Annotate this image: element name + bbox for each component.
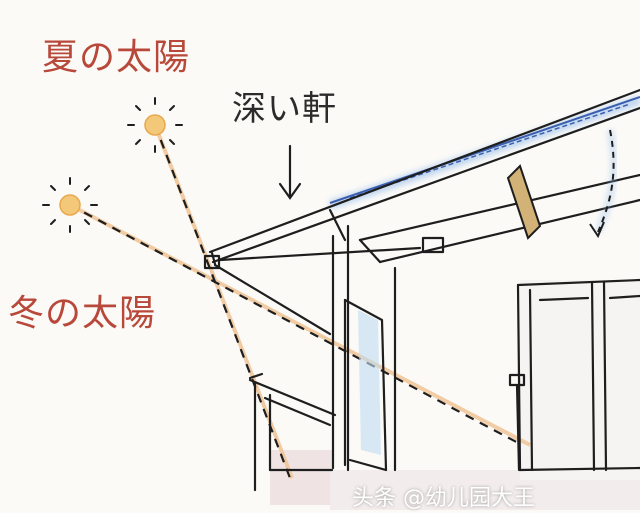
down-arrow-icon bbox=[278, 144, 302, 200]
winter-sun-label: 冬の太陽 bbox=[8, 293, 157, 334]
watermark: 头条 @幼儿园大王 bbox=[352, 486, 535, 511]
house-shading bbox=[270, 280, 640, 510]
deep-eaves-label: 深い軒 bbox=[232, 89, 337, 129]
winter-sun-icon bbox=[42, 177, 98, 233]
house-structure bbox=[203, 88, 640, 492]
summer-sun-label: 夏の太陽 bbox=[42, 37, 191, 78]
sun-path-dashes bbox=[69, 124, 523, 479]
summer-sun-icon bbox=[127, 97, 183, 153]
wooden-louver bbox=[506, 164, 542, 240]
window-glass bbox=[358, 310, 381, 455]
airflow-arrow-icon bbox=[589, 129, 617, 239]
